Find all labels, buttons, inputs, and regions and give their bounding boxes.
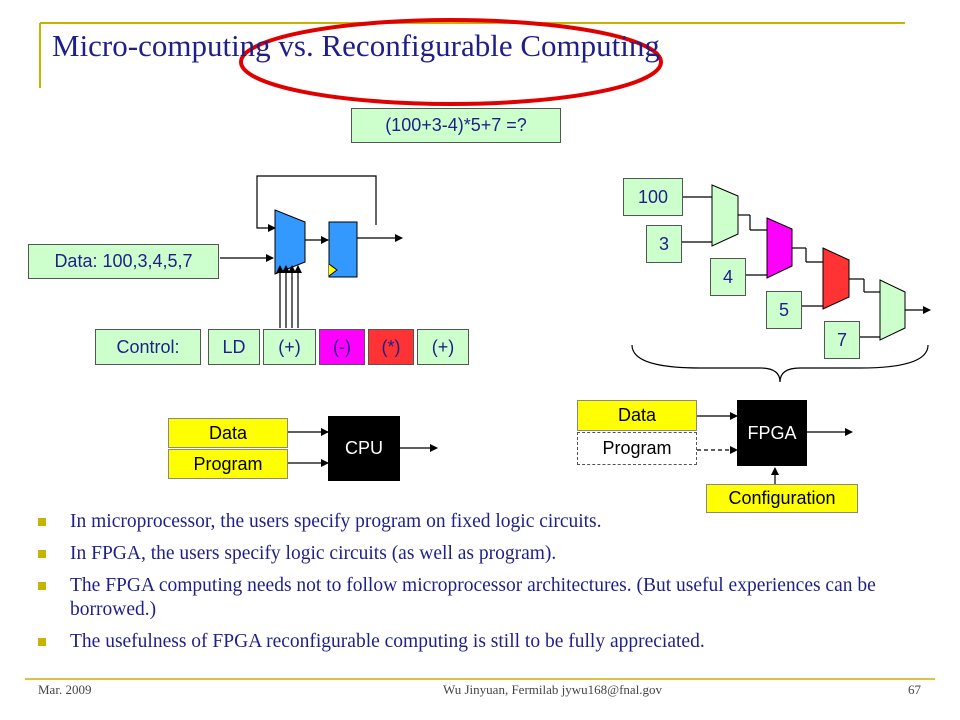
slide-title: Micro-computing vs. Reconfigurable Compu…	[52, 28, 660, 63]
fpga-program-box: Program	[577, 432, 697, 465]
bullet-item: The usefulness of FPGA reconfigurable co…	[38, 630, 938, 654]
control-step-ld: LD	[208, 329, 260, 365]
bullet-text: The FPGA computing needs not to follow m…	[70, 575, 876, 620]
footer-page-number: 67	[908, 682, 921, 697]
control-step-add-2: (+)	[417, 329, 469, 365]
alu-shape	[274, 209, 306, 275]
footer-date: Mar. 2009	[38, 682, 92, 697]
control-step-multiply: (*)	[368, 329, 414, 365]
footer-author: Wu Jinyuan, Fermilab jywu168@fnal.gov	[443, 682, 663, 697]
bullet-item: The FPGA computing needs not to follow m…	[38, 574, 938, 622]
fpga-box: FPGA	[737, 400, 807, 466]
configuration-box: Configuration	[706, 484, 858, 513]
cpu-box: CPU	[328, 416, 400, 481]
bullet-text: In microprocessor, the users specify pro…	[70, 511, 602, 532]
expression-box: (100+3-4)*5+7 =?	[351, 108, 561, 143]
fpga-input-100: 100	[623, 178, 683, 216]
bullet-square-icon	[38, 582, 46, 590]
control-label: Control:	[95, 329, 201, 365]
bullet-list: In microprocessor, the users specify pro…	[38, 510, 938, 662]
bullet-text: The usefulness of FPGA reconfigurable co…	[70, 631, 705, 652]
bullet-item: In FPGA, the users specify logic circuit…	[38, 542, 938, 566]
fpga-input-3: 3	[646, 225, 682, 263]
bullet-square-icon	[38, 518, 46, 526]
control-step-add-1: (+)	[263, 329, 316, 365]
bullet-text: In FPGA, the users specify logic circuit…	[70, 543, 557, 564]
control-step-subtract: (-)	[319, 329, 365, 365]
cpu-data-box: Data	[168, 418, 288, 448]
register-shape	[328, 221, 358, 278]
fpga-input-4: 4	[710, 258, 746, 296]
cpu-program-box: Program	[168, 449, 288, 479]
bullet-item: In microprocessor, the users specify pro…	[38, 510, 938, 534]
fpga-input-5: 5	[766, 291, 802, 329]
bullet-square-icon	[38, 638, 46, 646]
fpga-data-box: Data	[577, 400, 697, 431]
fpga-input-7: 7	[824, 321, 860, 359]
highlight-ellipse	[239, 18, 663, 106]
bullet-square-icon	[38, 550, 46, 558]
brace-shape	[631, 344, 929, 383]
data-values-box: Data: 100,3,4,5,7	[28, 244, 219, 279]
